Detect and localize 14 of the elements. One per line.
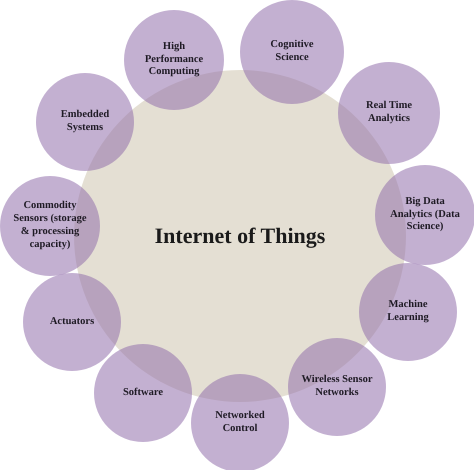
topic-circle [191,374,289,470]
topic-label: Big Data Analytics (Data Science) [389,196,461,234]
topic-label: Real Time Analytics [365,100,413,126]
topic-label: Commodity Sensors (storage & processing capacity) [12,200,88,252]
topic-label: Networked Control [214,410,266,436]
topic-label: Software [122,386,164,400]
topic-label: Actuators [50,316,94,328]
topic-circle [375,165,474,265]
topic-label: Wireless Sensor Networks [300,374,374,400]
topic-label: Cognitive Science [269,39,315,65]
topic-label: High Performance Computing [144,40,204,80]
topic-label: Machine Learning [386,299,430,325]
topic-label: Embedded Systems [60,109,110,135]
center-title: Internet of Things [154,223,326,249]
